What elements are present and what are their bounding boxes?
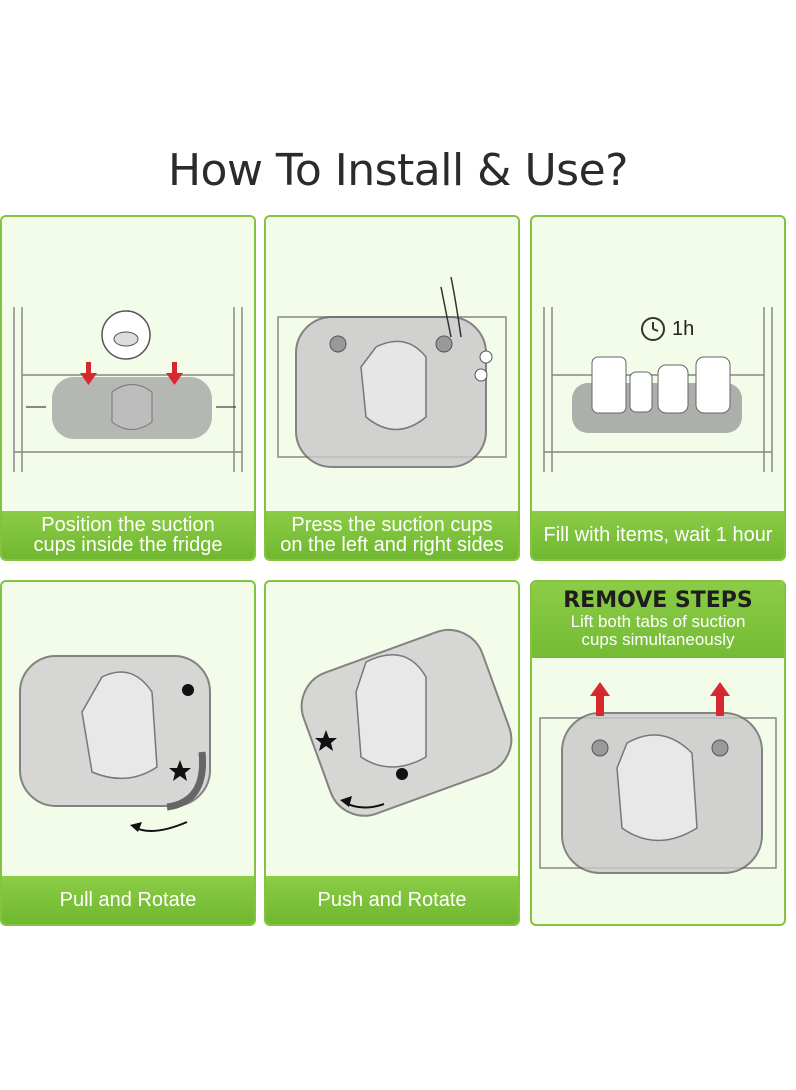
step-panel-push-rotate: Push and Rotate xyxy=(264,580,520,926)
remove-illustration xyxy=(539,682,777,874)
caption-line: Press the suction cups xyxy=(291,514,493,536)
pull-rotate-illustration xyxy=(19,655,211,832)
step-caption: Press the suction cups on the left and r… xyxy=(266,511,518,559)
fridge-shelf-illustration xyxy=(13,307,243,472)
push-rotate-illustration xyxy=(300,629,513,817)
step-panel-position: Position the suction cups inside the fri… xyxy=(0,215,256,561)
step-caption: Fill with items, wait 1 hour xyxy=(532,511,784,559)
caption-line: Position the suction xyxy=(41,514,215,536)
star-icon xyxy=(315,730,337,751)
star-icon xyxy=(169,760,191,781)
remove-steps-header: REMOVE STEPS Lift both tabs of suction c… xyxy=(532,582,784,658)
fridge-items-illustration xyxy=(543,307,773,472)
press-suction-illustration xyxy=(277,276,507,468)
clock-icon xyxy=(641,317,665,341)
step-panel-fill: 1h Fill with items, wait 1 hour xyxy=(530,215,786,561)
step-panel-remove: REMOVE STEPS Lift both tabs of suction c… xyxy=(530,580,786,926)
step-caption: Position the suction cups inside the fri… xyxy=(2,511,254,559)
step-caption: Push and Rotate xyxy=(266,876,518,924)
caption-line: cups inside the fridge xyxy=(33,534,223,556)
remove-steps-heading: REMOVE STEPS xyxy=(563,588,753,613)
step-panel-press: Press the suction cups on the left and r… xyxy=(264,215,520,561)
step-caption: Pull and Rotate xyxy=(2,876,254,924)
remove-steps-sub: cups simultaneously xyxy=(581,630,735,649)
page-title: How To Install & Use? xyxy=(167,145,629,196)
remove-steps-sub: Lift both tabs of suction xyxy=(570,612,746,631)
caption-line: on the left and right sides xyxy=(280,534,504,556)
timer-label: 1h xyxy=(672,318,695,340)
step-panel-pull-rotate: Pull and Rotate xyxy=(0,580,256,926)
lift-arrow-icon xyxy=(590,682,730,716)
